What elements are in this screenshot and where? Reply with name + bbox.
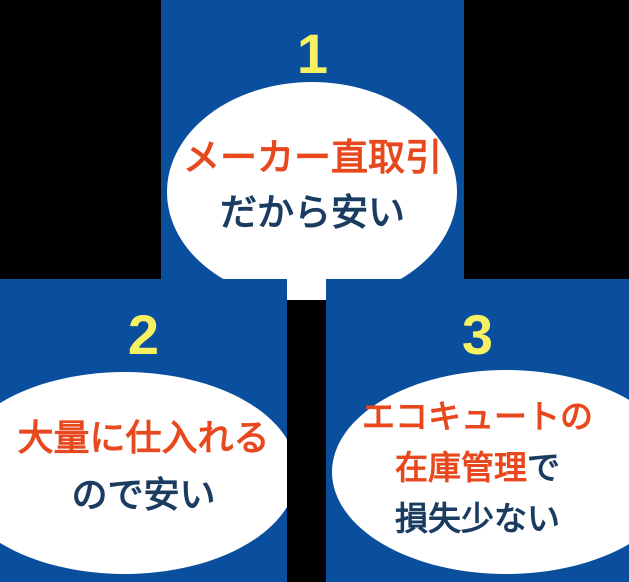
card3-line2-particle: で: [527, 449, 560, 486]
card3-line3: 損失少ない: [326, 493, 629, 544]
card3-line3-text: 損失少ない: [395, 500, 560, 537]
card3-line1-highlight: エコキュートの: [362, 398, 593, 435]
card2-line2-text: ので安い: [71, 474, 216, 515]
card3-text: エコキュートの 在庫管理で 損失少ない: [326, 391, 629, 544]
card1-line2-text: だから安い: [220, 192, 405, 233]
card1-number: 1: [296, 22, 329, 85]
card3-line2-highlight: 在庫管理: [395, 449, 527, 486]
benefit-card-3: 3 エコキュートの 在庫管理で 損失少ない: [326, 279, 629, 582]
card3-line2: 在庫管理で: [326, 442, 629, 493]
card1-line1: メーカー直取引: [161, 130, 464, 185]
card2-number: 2: [127, 303, 160, 366]
card2-dome-shape: [0, 372, 287, 574]
card2-line1: 大量に仕入れる: [0, 409, 287, 466]
card1-line1-highlight: メーカー直取引: [183, 137, 442, 178]
benefit-card-1: 1 メーカー直取引 だから安い: [161, 0, 464, 300]
card1-text: メーカー直取引 だから安い: [161, 130, 464, 240]
card3-number: 3: [461, 303, 494, 366]
card1-dome-shape: [167, 82, 457, 300]
card3-line1: エコキュートの: [326, 391, 629, 442]
card2-line1-highlight: 大量に仕入れる: [17, 417, 270, 458]
card2-text: 大量に仕入れる ので安い: [0, 409, 287, 523]
benefit-card-2: 2 大量に仕入れる ので安い: [0, 279, 287, 582]
card1-line2: だから安い: [161, 185, 464, 240]
card3-dome-shape: [332, 370, 629, 574]
card2-line2: ので安い: [0, 466, 287, 523]
